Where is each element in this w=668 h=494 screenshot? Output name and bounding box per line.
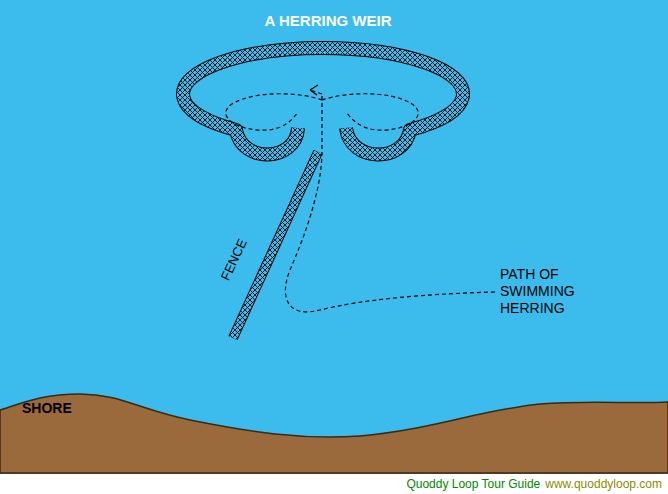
fence-label: FENCE bbox=[218, 237, 251, 284]
shore-land bbox=[0, 394, 668, 473]
path-label: PATH OF SWIMMING HERRING bbox=[500, 266, 604, 316]
footer-bar: Quoddy Loop Tour Guide www.quoddyloop.com bbox=[406, 476, 662, 492]
herring-path bbox=[226, 90, 495, 312]
sea bbox=[0, 0, 668, 473]
footer-url: www.quoddyloop.com bbox=[545, 477, 662, 491]
shore-label: SHORE bbox=[22, 400, 72, 417]
weir-enclosure bbox=[183, 48, 463, 155]
arrow-head bbox=[310, 85, 318, 95]
diagram-title: A HERRING WEIR bbox=[0, 12, 662, 29]
footer-credit: Quoddy Loop Tour Guide bbox=[406, 477, 540, 491]
